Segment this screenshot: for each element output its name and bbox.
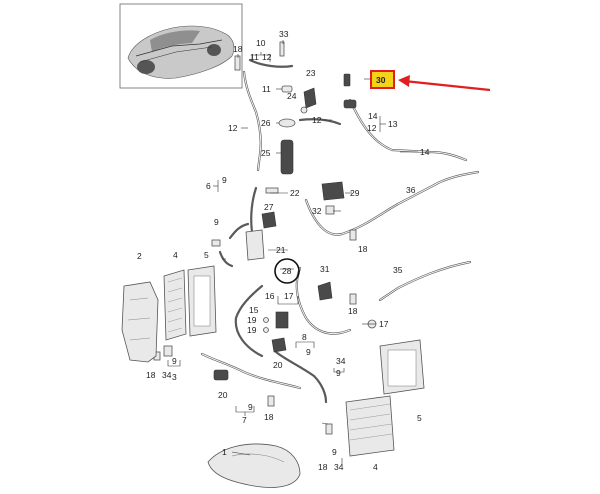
callout-5-right: 5 [417, 413, 422, 423]
callout-30: 30 [376, 75, 386, 85]
callout-9-b: 9 [214, 217, 219, 227]
callout-2: 2 [137, 251, 142, 261]
callout-7: 7 [242, 415, 247, 425]
callout-26: 26 [261, 118, 271, 128]
callout-4-right: 4 [373, 462, 378, 472]
callout-15: 15 [249, 305, 259, 315]
annotation-layer [274, 70, 491, 284]
arrow-head [398, 75, 410, 87]
callout-9-f: 9 [336, 368, 341, 378]
callout-9-a: 9 [222, 175, 227, 185]
callout-18-bottom-left: 18 [146, 370, 156, 380]
callout-36: 36 [406, 185, 416, 195]
callout-25: 25 [261, 148, 271, 158]
callout-13: 13 [388, 119, 398, 129]
callout-33: 33 [279, 29, 289, 39]
callout-labels: 1 2 3 4 4 5 5 6 7 8 9 9 9 9 9 9 9 10 11 … [137, 29, 430, 472]
callout-21: 21 [276, 245, 286, 255]
callout-23: 23 [306, 68, 316, 78]
car-thumbnail [119, 3, 243, 89]
callout-12-top: 12 [262, 52, 272, 62]
leader-lines [167, 40, 418, 464]
callout-18-mid: 18 [264, 412, 274, 422]
callout-3: 3 [172, 372, 177, 382]
circle-marker-28 [274, 258, 300, 284]
callout-18-right-a: 18 [358, 244, 368, 254]
callout-34-right: 34 [336, 356, 346, 366]
callout-9-d: 9 [306, 347, 311, 357]
callout-22: 22 [290, 188, 300, 198]
components [121, 41, 425, 488]
callout-19-a: 19 [247, 315, 257, 325]
callout-20-low: 20 [218, 390, 228, 400]
callout-24: 24 [287, 91, 297, 101]
callout-20-mid: 20 [273, 360, 283, 370]
callout-34-left: 34 [162, 370, 172, 380]
callout-9-g: 9 [332, 447, 337, 457]
callout-34-bottom: 34 [334, 462, 344, 472]
callout-12-mid: 12 [312, 115, 322, 125]
callout-14-top: 14 [368, 111, 378, 121]
callout-12-right: 12 [367, 123, 377, 133]
callout-6: 6 [206, 181, 211, 191]
callout-8: 8 [302, 332, 307, 342]
callout-4-left: 4 [173, 250, 178, 260]
pointer-arrow [403, 79, 491, 92]
callout-5-left: 5 [204, 250, 209, 260]
callout-9-e: 9 [248, 402, 253, 412]
callout-18-top: 18 [233, 44, 243, 54]
callout-32: 32 [312, 206, 322, 216]
callout-11-mid: 11 [262, 84, 271, 94]
callout-1: 1 [222, 447, 227, 457]
callout-27: 27 [264, 202, 274, 212]
callout-18-right-b: 18 [348, 306, 358, 316]
callout-11-top: 11 [250, 52, 259, 62]
callout-17-b: 17 [379, 319, 389, 329]
callout-16: 16 [265, 291, 275, 301]
refrigerant-lines [200, 58, 480, 404]
callout-18-bottom: 18 [318, 462, 328, 472]
callout-28: 28 [282, 266, 292, 276]
callout-31: 31 [320, 264, 330, 274]
callout-29: 29 [350, 188, 360, 198]
callout-35: 35 [393, 265, 403, 275]
callout-12-left: 12 [228, 123, 238, 133]
callout-9-c: 9 [172, 356, 177, 366]
highlight-box-30 [370, 70, 395, 89]
callout-14-right: 14 [420, 147, 430, 157]
callout-10: 10 [256, 38, 266, 48]
callout-17-a: 17 [284, 291, 294, 301]
callout-19-b: 19 [247, 325, 257, 335]
